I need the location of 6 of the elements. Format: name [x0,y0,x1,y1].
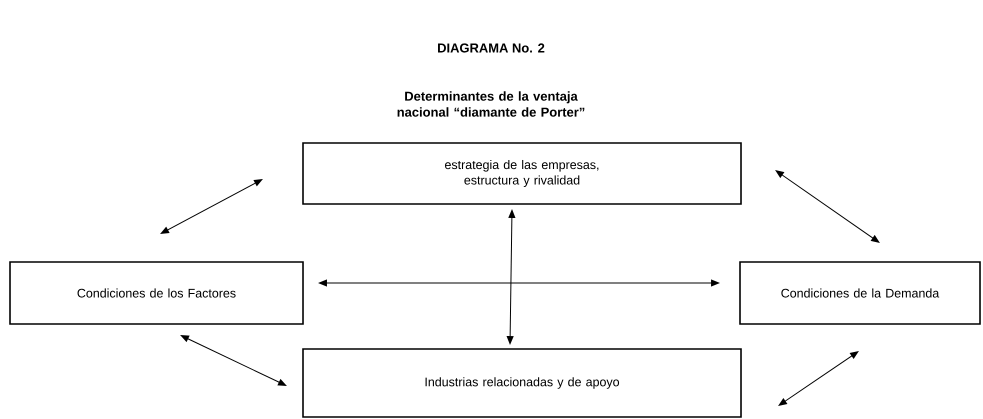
title: DIAGRAMA No. 2 [438,43,544,53]
text-box: Industrias relacionadas y de apoyo [302,348,742,418]
text-box: estrategia de las empresas, estructura y rivalidad [302,142,742,205]
text-box: Condiciones de la Demanda [739,261,981,325]
subtitle: Determinantes de la ventaja nacional “diamante de Porter” [398,91,584,117]
text-box: Condiciones de los Factores [9,261,304,325]
